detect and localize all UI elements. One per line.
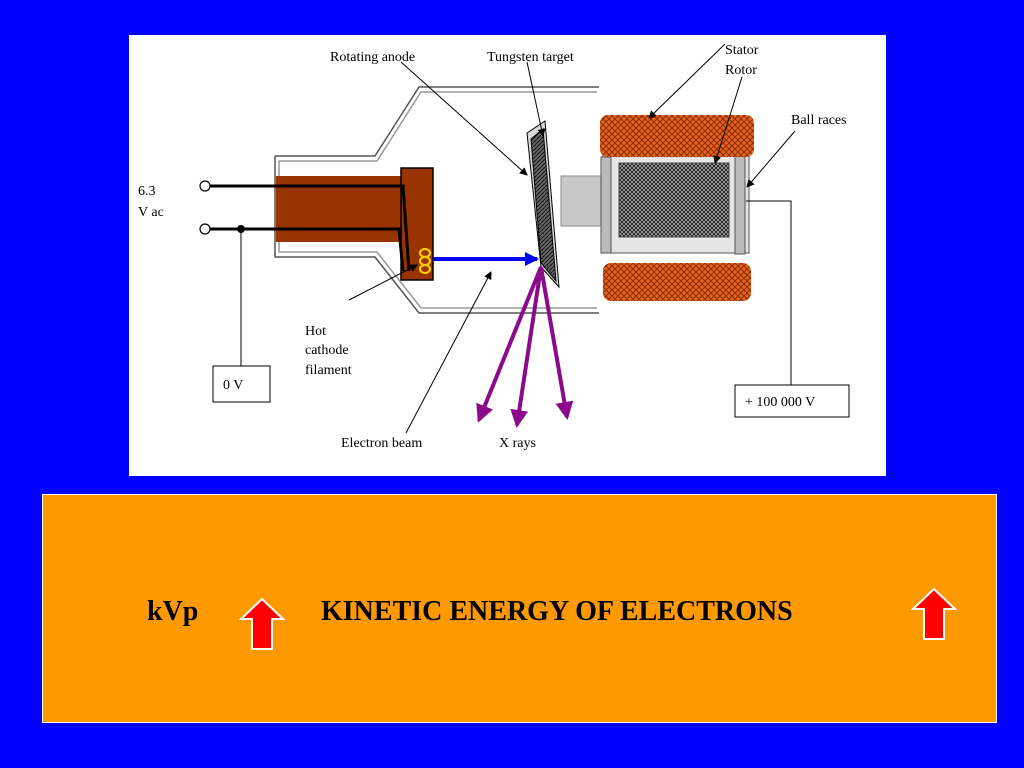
x-ray-arrows xyxy=(476,266,574,428)
rotor-flange-right xyxy=(734,153,746,255)
hv-lead xyxy=(746,200,792,385)
filament-coil-icon xyxy=(418,247,432,275)
leader-tungsten-target xyxy=(526,61,546,137)
label-supply-unit: V ac xyxy=(138,205,164,220)
stator-coil-bottom xyxy=(603,263,751,301)
label-ball-races: Ball races xyxy=(791,113,847,128)
label-electron-beam: Electron beam xyxy=(341,436,422,451)
leader-rotating-anode xyxy=(400,61,528,176)
leader-hot-cathode xyxy=(348,264,418,301)
label-tungsten-target: Tungsten target xyxy=(487,50,574,65)
label-high-voltage: + 100 000 V xyxy=(745,395,815,410)
high-voltage-box xyxy=(734,384,850,418)
filament-leads xyxy=(209,184,411,272)
kvp-label: kVp xyxy=(147,596,199,627)
rotor-flange-left xyxy=(600,156,612,254)
stator-coil-top xyxy=(600,115,754,157)
label-supply-value: 6.3 xyxy=(138,184,156,199)
label-rotor: Rotor xyxy=(725,63,757,78)
label-filament: filament xyxy=(305,363,352,378)
label-x-rays: X rays xyxy=(499,436,536,451)
leader-stator xyxy=(648,43,726,119)
up-arrow-icon xyxy=(239,597,285,650)
label-rotating-anode: Rotating anode xyxy=(330,50,415,65)
terminal-top-icon xyxy=(199,180,211,192)
label-zero-volt: 0 V xyxy=(223,378,243,393)
up-arrow-icon xyxy=(911,587,957,640)
anode-stem xyxy=(560,175,604,227)
zero-volt-box xyxy=(212,365,271,403)
xray-tube-diagram: Rotating anode Tungsten target Stator Ro… xyxy=(129,35,886,476)
label-stator: Stator xyxy=(725,43,759,58)
leader-ball-races xyxy=(746,130,796,188)
leader-rotor xyxy=(713,76,743,164)
caption-box xyxy=(42,494,997,723)
terminal-bottom-icon xyxy=(199,223,211,235)
label-hot: Hot xyxy=(305,324,326,339)
label-cathode: cathode xyxy=(305,343,349,358)
rotor-core xyxy=(618,162,730,238)
cathode-cup xyxy=(400,167,434,281)
leader-electron-beam xyxy=(405,271,492,434)
kinetic-energy-label: KINETIC ENERGY OF ELECTRONS xyxy=(321,596,793,627)
